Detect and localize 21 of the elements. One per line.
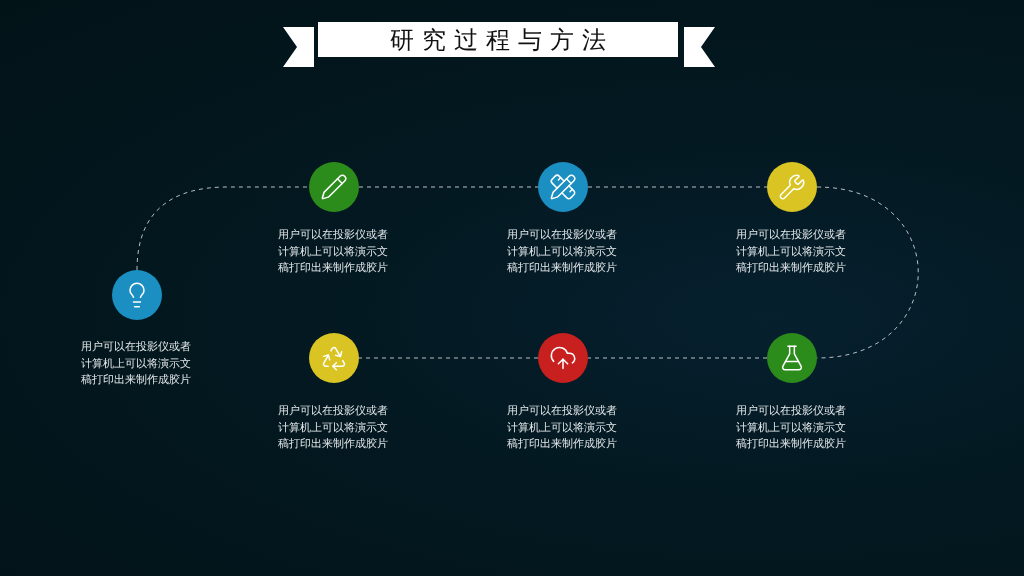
description-text: 用户可以在投影仪或者计算机上可以将演示文稿打印出来制作成胶片 bbox=[278, 403, 389, 451]
dashed-connector bbox=[587, 357, 768, 359]
dashed-connector bbox=[358, 186, 539, 188]
dashed-connector bbox=[816, 186, 919, 359]
icon-circle bbox=[309, 333, 359, 383]
title-banner: 研究过程与方法 bbox=[318, 22, 678, 57]
description-text: 用户可以在投影仪或者计算机上可以将演示文稿打印出来制作成胶片 bbox=[736, 227, 847, 275]
icon-circle bbox=[767, 333, 817, 383]
icon-circle bbox=[309, 162, 359, 212]
description-text: 用户可以在投影仪或者计算机上可以将演示文稿打印出来制作成胶片 bbox=[278, 227, 389, 275]
icon-circle bbox=[767, 162, 817, 212]
dashed-connector bbox=[587, 186, 768, 188]
description-text: 用户可以在投影仪或者计算机上可以将演示文稿打印出来制作成胶片 bbox=[736, 403, 847, 451]
icon-circle bbox=[538, 333, 588, 383]
description-text: 用户可以在投影仪或者计算机上可以将演示文稿打印出来制作成胶片 bbox=[507, 403, 618, 451]
description-text: 用户可以在投影仪或者计算机上可以将演示文稿打印出来制作成胶片 bbox=[81, 339, 192, 387]
description-text: 用户可以在投影仪或者计算机上可以将演示文稿打印出来制作成胶片 bbox=[507, 227, 618, 275]
dashed-connector bbox=[136, 186, 310, 271]
dashed-connector bbox=[358, 357, 539, 359]
icon-circle bbox=[112, 270, 162, 320]
icon-circle bbox=[538, 162, 588, 212]
